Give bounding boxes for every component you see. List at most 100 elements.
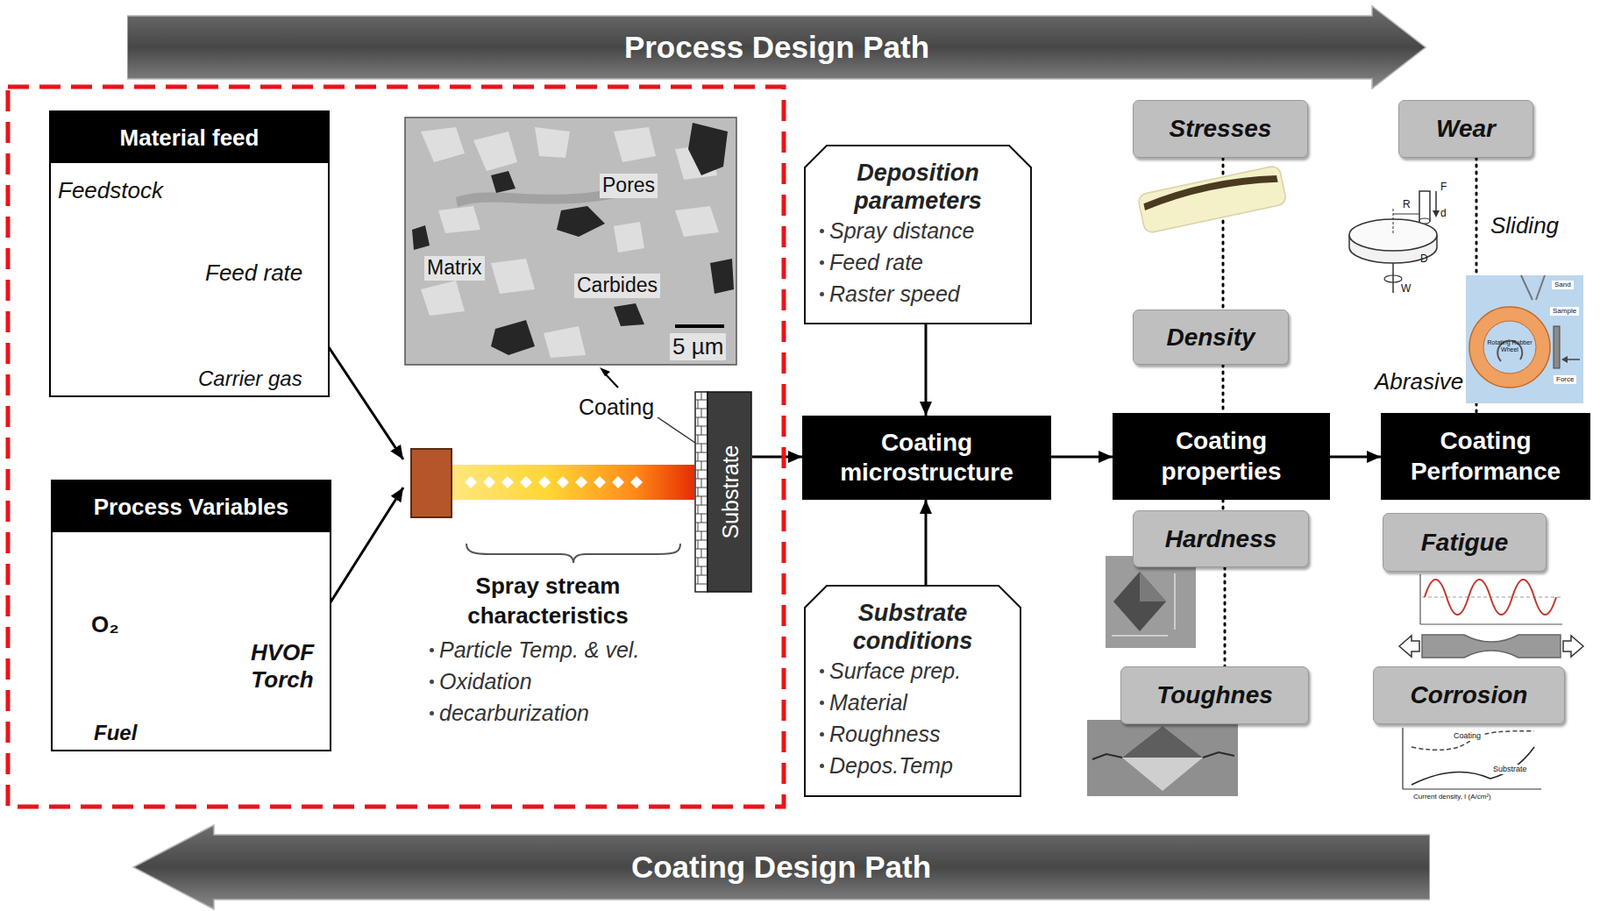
hardness-indent-image-part	[1139, 571, 1167, 602]
spray-flame-part	[501, 476, 514, 489]
polarization-plot	[1393, 725, 1545, 807]
hatch-line	[697, 417, 699, 427]
figure-label: Rotating Rubber Wheel	[1485, 339, 1535, 354]
bullet-dot	[819, 260, 825, 265]
hardness-indent-image	[1105, 555, 1196, 648]
stage-box: Coating Performance	[1380, 412, 1591, 500]
stream-bracket	[466, 543, 681, 563]
bullet-item: Material	[819, 686, 1013, 719]
spray-gun-part	[411, 448, 452, 518]
micrograph-part	[556, 206, 605, 237]
micrograph-part	[438, 206, 481, 234]
bullet-dot	[819, 700, 825, 705]
abrasion-test-figure-part	[1536, 275, 1545, 300]
box-title: Toughnes	[1156, 681, 1273, 710]
bullet-text: Surface prep.	[829, 658, 961, 684]
micrograph-part	[613, 221, 645, 253]
hatch-line	[701, 566, 703, 576]
toughness-indent-image-part	[1122, 725, 1203, 758]
stream-bracket-part	[466, 543, 681, 563]
hatch-line	[701, 513, 703, 523]
hatch-line	[697, 557, 699, 567]
bullet-item: Particle Temp. & vel.	[429, 636, 640, 663]
micrograph-part	[534, 127, 570, 158]
figure-label: R	[1402, 198, 1411, 211]
micrograph-part	[420, 127, 465, 163]
property-box: Corrosion	[1372, 666, 1565, 725]
parameter-box: Substrate conditionsSurface prep. Materia…	[803, 584, 1022, 797]
panel-label: O₂	[91, 611, 120, 639]
pin-on-disk-figure-part	[1392, 263, 1394, 293]
box-title: Hardness	[1165, 525, 1278, 554]
panel-header: Process Variables	[52, 481, 330, 533]
hardness-indent-image-part	[1105, 555, 1196, 648]
stress-sample-part-part	[1142, 169, 1279, 211]
leader-lines-part	[657, 417, 696, 443]
stress-sample-part	[1137, 164, 1288, 234]
pin-on-disk-figure-part	[1393, 208, 1394, 235]
micrograph-part	[675, 206, 719, 237]
box-title: Coating properties	[1133, 426, 1309, 486]
box-title: Density	[1166, 323, 1255, 352]
hatch-line	[697, 522, 699, 532]
fatigue-figure-part	[1399, 635, 1420, 657]
bullet-item: Oxidation	[429, 668, 533, 695]
bullet-text: Raster speed	[829, 281, 960, 307]
figure-label: Sample	[1550, 306, 1579, 316]
property-box: Hardness	[1132, 510, 1309, 568]
design-path-arrow: Process Design Path	[127, 5, 1427, 90]
abrasion-test-figure-part	[1469, 306, 1551, 388]
process-region-outline-part	[7, 86, 784, 807]
spray-flame-part	[611, 476, 625, 489]
pin-on-disk-figure-part	[1432, 210, 1440, 218]
feed-arrows	[324, 347, 404, 612]
bullet-text: decarburization	[439, 700, 590, 726]
box-title: Stresses	[1169, 114, 1273, 143]
stress-sample	[1137, 164, 1288, 234]
process-region-outline	[7, 86, 784, 807]
bullet-dot	[819, 291, 825, 297]
spray-flame-part	[483, 476, 496, 489]
figure-label: Carbides	[574, 273, 661, 299]
hatch-line	[701, 478, 703, 488]
bullet-item: Surface prep.	[819, 654, 1013, 687]
spray-flame-part	[519, 476, 533, 489]
dotted-link	[1223, 567, 1227, 667]
hardness-indent-image-part	[1113, 571, 1167, 632]
fatigue-figure-part	[1419, 574, 1421, 625]
flow-arrow	[924, 324, 928, 416]
parameter-box: Deposition parametersSpray distanceFeed …	[803, 144, 1032, 325]
box-title: Coating microstructure	[821, 427, 1032, 488]
bullet-item: Roughness	[819, 718, 1013, 750]
micrograph-part	[710, 258, 734, 294]
spray-flame-part	[538, 476, 551, 489]
box-heading: Substrate conditions	[819, 598, 1013, 655]
abrasion-test-figure-part	[1561, 355, 1568, 363]
toughness-indent-image	[1087, 719, 1238, 797]
figure-label: D	[1420, 252, 1429, 265]
leader-lines-part	[599, 367, 611, 377]
panel-title: Material feed	[120, 124, 260, 152]
property-box: Wear	[1398, 99, 1534, 158]
micrograph-part	[455, 188, 616, 207]
polarization-plot-part	[1411, 731, 1535, 751]
fatigue-figure-part	[1420, 623, 1563, 625]
fatigue-figure	[1399, 574, 1584, 658]
hatch-line	[697, 434, 699, 444]
spray-flame-part	[593, 476, 606, 489]
toughness-indent-image-part	[1122, 725, 1203, 791]
substrate-hatch	[695, 391, 708, 592]
figure-label: Force	[1553, 375, 1577, 384]
box-title: Wear	[1436, 114, 1496, 143]
bullet-text: Material	[829, 689, 908, 716]
hatch-line	[701, 426, 703, 435]
spray-flame-part	[464, 476, 477, 489]
polarization-plot-part	[1411, 746, 1535, 785]
flow-arrow	[752, 455, 803, 459]
hatch-line	[701, 496, 703, 505]
band-arrow-shape	[133, 824, 1430, 910]
hatch-line	[701, 548, 703, 558]
path-title: Coating Design Path	[631, 849, 932, 885]
bullet-dot	[819, 668, 825, 674]
